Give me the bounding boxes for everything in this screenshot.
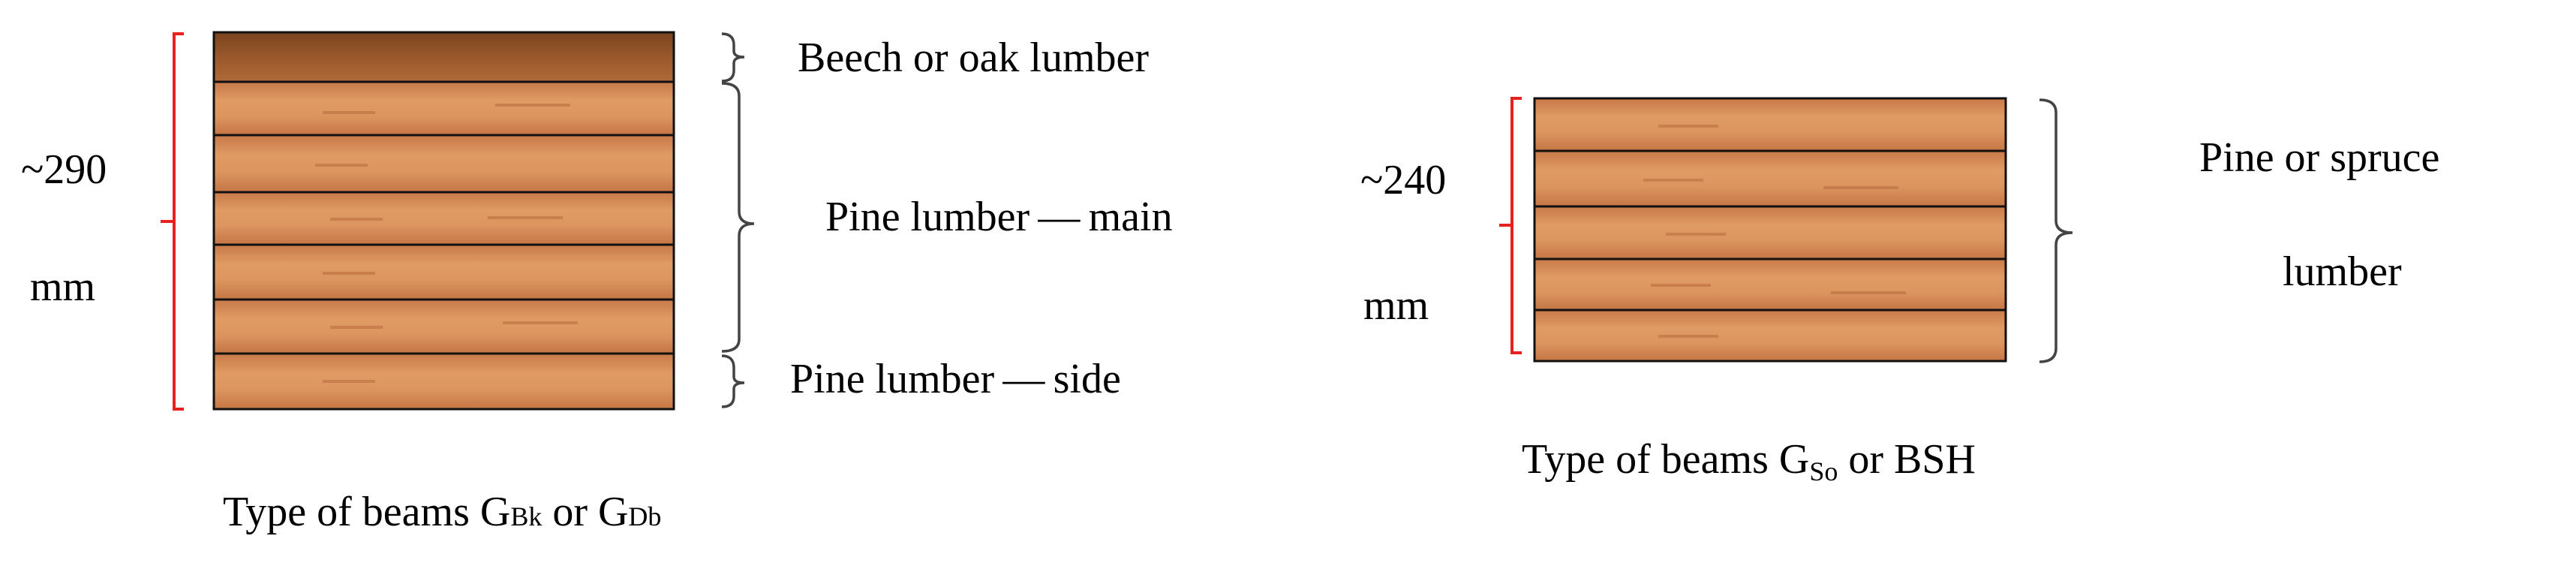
- pine-layer: [212, 191, 675, 246]
- left-height-value: ~290: [21, 146, 107, 193]
- right-height-bracket: [1499, 97, 1522, 354]
- pine-layer: [1533, 149, 2007, 208]
- right-caption: Type of beams GSo or BSH: [1522, 436, 1976, 486]
- right-height-value: ~240: [1360, 157, 1446, 203]
- wood-grain: [315, 104, 578, 383]
- label-pine-spruce-line2: lumber: [2283, 248, 2402, 295]
- pine-layer: [212, 80, 675, 137]
- right-layers-brace: [2039, 98, 2073, 363]
- right-height-unit: mm: [1363, 282, 1429, 329]
- main-layers-brace: [721, 82, 755, 353]
- right-beam: [1533, 97, 2007, 363]
- pine-layer: [212, 298, 675, 355]
- pine-layer: [212, 243, 675, 301]
- left-height-unit: mm: [30, 263, 95, 310]
- left-caption: Type of beams GBk or GDb: [223, 489, 661, 535]
- label-beech-oak: Beech or oak lumber: [798, 35, 1149, 81]
- left-beam: [212, 31, 675, 411]
- pine-side-layer: [212, 352, 675, 411]
- pine-layer: [1533, 97, 2007, 152]
- label-pine-spruce-line1: Pine or spruce: [2199, 134, 2439, 181]
- wood-grain: [1643, 125, 1906, 338]
- top-layer-brace: [721, 32, 745, 83]
- beech-oak-layer: [212, 31, 675, 83]
- label-pine-side: Pine lumber — side: [790, 356, 1121, 402]
- pine-layer: [1533, 309, 2007, 363]
- pine-layer: [1533, 257, 2007, 312]
- pine-layer: [1533, 205, 2007, 260]
- side-layer-brace: [721, 354, 745, 408]
- left-height-bracket: [161, 32, 184, 411]
- pine-layer: [212, 134, 675, 194]
- label-pine-main: Pine lumber — main: [825, 194, 1173, 240]
